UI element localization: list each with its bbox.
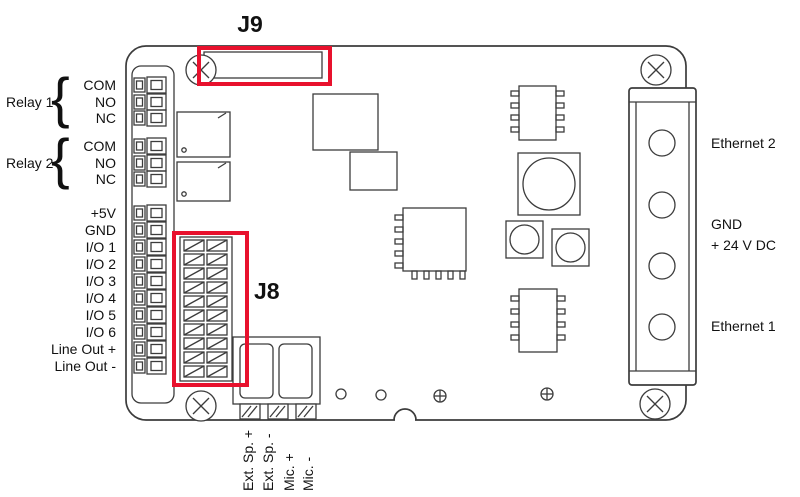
ic-chip-main xyxy=(394,207,467,280)
corner-screw xyxy=(185,390,217,422)
relay2-brace: { xyxy=(51,127,70,190)
terminal-hole xyxy=(648,191,676,219)
j8-label: J8 xyxy=(254,278,280,304)
io-pin-label: Line Out - xyxy=(55,358,117,374)
power-ethernet-terminal xyxy=(628,87,697,386)
ethernet1-label: Ethernet 1 xyxy=(711,318,776,334)
ethernet2-label: Ethernet 2 xyxy=(711,135,776,151)
power-24vdc-label: + 24 V DC xyxy=(711,237,776,253)
relay1-pin-label: COM xyxy=(83,77,116,93)
io-pin-label: +5V xyxy=(91,205,117,221)
audio-pin-label: Mic. - xyxy=(300,456,316,491)
io-pin-label: I/O 5 xyxy=(86,307,117,323)
terminal-hole xyxy=(648,129,676,157)
relay2-pin-label: NC xyxy=(96,171,116,187)
fiducial-mark xyxy=(540,387,554,401)
relay1-brace: { xyxy=(51,66,70,129)
j9-label: J9 xyxy=(237,11,263,37)
component-block xyxy=(312,93,379,151)
component-block xyxy=(349,151,398,191)
round-component xyxy=(505,220,544,259)
relay1-pin-label: NO xyxy=(95,94,116,110)
io-pin-label: Line Out + xyxy=(51,341,116,357)
ic-chip xyxy=(510,85,565,141)
j8-header xyxy=(179,236,233,382)
mounting-hole xyxy=(335,388,347,400)
audio-pin-label: Mic. + xyxy=(281,453,297,491)
relay2-group-label: Relay 2 xyxy=(6,155,54,171)
ic-chip xyxy=(510,288,566,353)
relay1-pin-label: NC xyxy=(96,110,116,126)
corner-screw xyxy=(640,54,672,86)
relay2-pin-label: COM xyxy=(83,138,116,154)
corner-screw xyxy=(639,388,671,420)
terminal-hole xyxy=(648,252,676,280)
terminal-hole xyxy=(648,313,676,341)
j9-highlight-box xyxy=(197,46,332,86)
inductor xyxy=(517,152,581,216)
relay1-group-label: Relay 1 xyxy=(6,94,54,110)
gnd-label: GND xyxy=(711,216,742,232)
fiducial-mark xyxy=(433,389,447,403)
audio-pin-label: Ext. Sp. + xyxy=(240,430,256,491)
relay2-pin-label: NO xyxy=(95,155,116,171)
relay-component-1 xyxy=(176,111,231,158)
round-component xyxy=(551,228,590,267)
relay-component-2 xyxy=(176,161,231,202)
io-pin-label: I/O 6 xyxy=(86,324,117,340)
io-pin-label: I/O 4 xyxy=(86,290,117,306)
mounting-notch xyxy=(393,408,417,423)
io-pin-label: I/O 3 xyxy=(86,273,117,289)
io-pin-label: GND xyxy=(85,222,116,238)
io-pin-label: I/O 1 xyxy=(86,239,117,255)
j8-highlight-box xyxy=(172,231,249,387)
audio-pin-label: Ext. Sp. - xyxy=(260,433,276,491)
mounting-hole xyxy=(375,389,387,401)
io-pin-label: I/O 2 xyxy=(86,256,117,272)
